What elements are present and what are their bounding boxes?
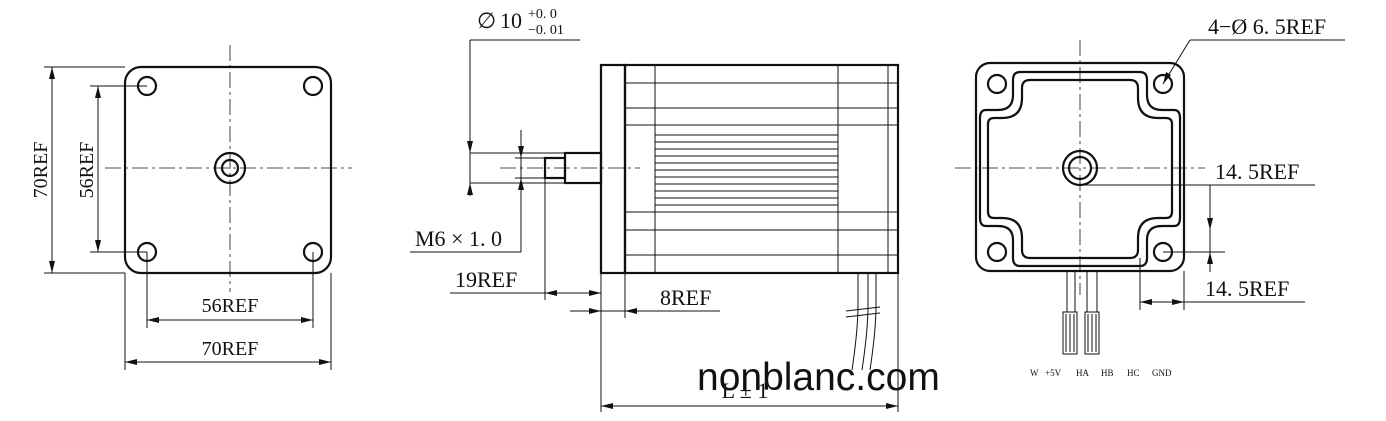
rear-offset-v-label: 14. 5REF	[1215, 159, 1299, 184]
dim-label-70-h: 70REF	[202, 338, 259, 360]
rear-bearing-inner	[1067, 155, 1093, 181]
side-flange	[599, 63, 627, 275]
shaft-tolerance-lower: −0. 01	[528, 23, 564, 38]
motor-body	[623, 63, 900, 275]
cooling-fins	[655, 134, 838, 206]
shaft-diameter-value: 10	[500, 8, 522, 33]
rear-offset-h-label: 14. 5REF	[1205, 276, 1289, 301]
dim-label-56-v: 56REF	[76, 142, 98, 199]
rear-housing-inner	[986, 78, 1174, 260]
watermark-text: nonblanc.com	[697, 356, 940, 399]
wire-label-ha: HA	[1076, 368, 1089, 378]
rear-view: 4−Ø 6. 5REF 14. 5REF 14. 5REF	[955, 14, 1345, 378]
side-view: ∅ 10 +0. 0 −0. 01 M6 × 1. 0 19REF 8REF L…	[410, 7, 900, 412]
wire-label-hc: HC	[1127, 368, 1140, 378]
wire-label-w: W	[1030, 368, 1039, 378]
wire-label-hb: HB	[1101, 368, 1114, 378]
rear-mount-hole-tl	[986, 73, 1008, 95]
thread-label: M6 × 1. 0	[415, 226, 502, 251]
front-mount-hole-tr	[302, 75, 324, 97]
front-view: 70REF 56REF 56REF 70REF	[30, 45, 352, 370]
wire-label-5v: +5V	[1045, 368, 1062, 378]
rear-wire-bundle	[1062, 271, 1100, 355]
rear-mount-hole-tr	[1152, 73, 1174, 95]
shaft-length-label: 19REF	[455, 267, 517, 292]
shaft-diameter-symbol: ∅	[477, 8, 496, 33]
flange-length-label: 8REF	[660, 285, 711, 310]
front-flange-outline	[123, 65, 333, 275]
wire-label-gnd: GND	[1152, 368, 1172, 378]
front-shaft-outer	[213, 151, 247, 185]
body-length-label: L ± 1	[722, 378, 769, 403]
dim-label-70-v: 70REF	[30, 142, 52, 199]
side-wire-1	[851, 273, 859, 371]
hole-spec-label: 4−Ø 6. 5REF	[1208, 14, 1326, 39]
shaft-tolerance-upper: +0. 0	[528, 7, 557, 22]
dim-label-56-h: 56REF	[202, 295, 259, 317]
front-shaft-inner	[220, 158, 240, 178]
rear-mount-hole-bl	[986, 241, 1008, 263]
